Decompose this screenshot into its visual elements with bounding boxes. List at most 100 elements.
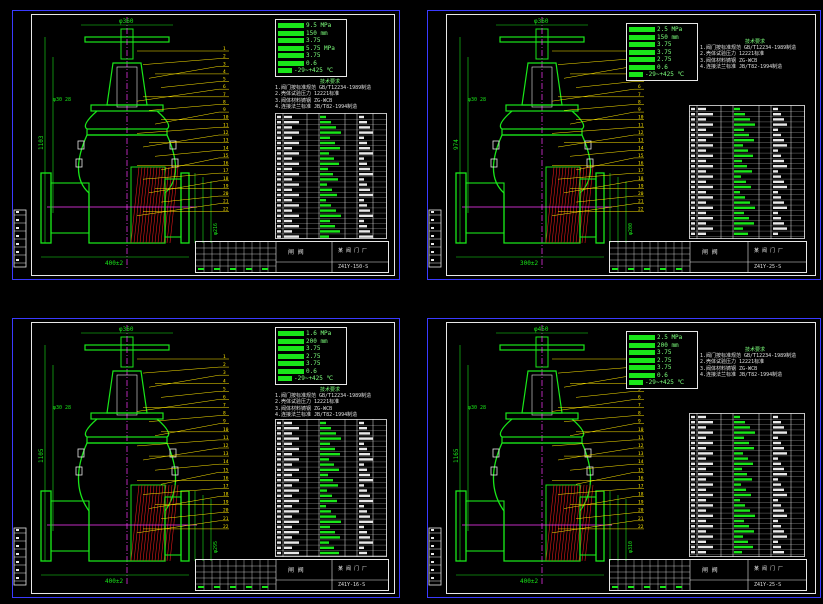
part-callout-number: 13 (223, 138, 229, 144)
note-line: 4.连接法兰标准 JB/T82-1994制造 (700, 371, 783, 378)
spec-value: 5.75 MPa (306, 44, 335, 52)
revision-strip (13, 209, 27, 268)
part-callout-number: 22 (638, 206, 644, 212)
part-callout-number: 13 (638, 138, 644, 144)
revision-strip (13, 527, 27, 586)
part-callout-number: 11 (223, 122, 229, 128)
part-callout-number: 9 (223, 107, 226, 113)
company-name: 某 阀 门 厂 (754, 248, 784, 254)
part-callout-number: 18 (223, 492, 229, 498)
drawing-title: 闸 阀 (702, 567, 718, 574)
note-line: 4.连接法兰标准 JB/T82-1994制造 (275, 103, 358, 110)
part-callout-number: 19 (223, 183, 229, 189)
part-callout-number: 15 (638, 153, 644, 159)
spec-row: 2.5 MPa (629, 334, 682, 341)
spec-value: 3.75 (657, 48, 672, 56)
part-callout-number: 6 (223, 394, 226, 400)
spec-row: 3.75 (629, 364, 671, 371)
part-callout-number: 22 (223, 524, 229, 530)
parts-list-table[interactable] (275, 419, 387, 557)
spec-value: 0.6 (657, 371, 668, 379)
part-callout-number: 10 (638, 115, 644, 121)
spec-value: -29~+425 ℃ (294, 67, 334, 74)
spec-value: 200 mm (657, 341, 679, 349)
spec-row: 3.75 (629, 349, 671, 356)
drawing-border (31, 14, 395, 276)
note-line: 1.阀门按标准规范 GB/T12234-1989制造 (700, 45, 797, 52)
part-callout-number: 19 (638, 183, 644, 189)
dim-face-to-face: 400±2 (105, 578, 123, 585)
spec-value: 2.75 (306, 352, 321, 360)
dim-face-to-face: 400±2 (105, 260, 123, 267)
parts-list-table[interactable] (275, 113, 387, 239)
spec-row: -29~+425 ℃ (278, 375, 333, 382)
spec-value: 9.5 MPa (306, 22, 332, 29)
part-callout-number: 12 (223, 443, 229, 449)
dim-face-to-face: 300±2 (520, 260, 538, 267)
part-callout-number: 1 (223, 354, 226, 360)
part-callout-number: 11 (223, 435, 229, 441)
note-line: 2.壳体试验压力 12221标准 (275, 399, 340, 406)
part-callout-number: 9 (638, 107, 641, 113)
dim-face-to-face: 400±2 (520, 578, 538, 585)
part-callout-number: 8 (638, 99, 641, 105)
part-callout-number: 7 (638, 92, 641, 98)
part-callout-number: 16 (223, 161, 229, 167)
revision-strip (428, 527, 442, 586)
part-callout-number: 10 (223, 115, 229, 121)
part-callout-number: 2 (223, 362, 226, 368)
inlet-flange (40, 490, 52, 562)
dim-height: 974 (453, 139, 460, 150)
spec-row: 0.6 (278, 368, 317, 375)
drawing-number: Z41Y-25-S (754, 582, 782, 588)
part-callout-number: 19 (223, 500, 229, 506)
inlet-flange (455, 172, 467, 244)
spec-row: 3.75 (278, 360, 320, 367)
spec-row: 5.75 MPa (278, 45, 335, 52)
spec-value: -29~+425 ℃ (294, 375, 334, 382)
company-name: 某 阀 门 厂 (338, 248, 368, 254)
part-callout-number: 14 (223, 145, 229, 151)
parts-list-table[interactable] (689, 413, 805, 557)
spec-value: 2.5 MPa (657, 334, 683, 341)
part-callout-number: 9 (638, 419, 641, 425)
part-callout-number: 20 (638, 508, 644, 514)
spec-row: 150 mm (629, 34, 679, 41)
part-callout-number: 12 (638, 130, 644, 136)
dim-handwheel-diameter: φ360 (119, 326, 134, 333)
dim-left-label: φ30 28 (468, 97, 486, 103)
part-callout-number: 15 (223, 467, 229, 473)
part-callout-number: 22 (638, 524, 644, 530)
parts-list-table[interactable] (689, 105, 805, 239)
dim-handwheel-diameter: φ360 (534, 18, 549, 25)
spec-row: -29~+425 ℃ (278, 67, 333, 74)
note-line: 1.阀门按标准规范 GB/T12234-1989制造 (700, 353, 797, 360)
spec-row: 2.75 (278, 353, 320, 360)
spec-value: 3.75 (306, 360, 321, 367)
part-callout-number: 6 (223, 84, 226, 90)
part-callout-number: 12 (223, 130, 229, 136)
title-block-grid (196, 242, 388, 272)
spec-value: 3.75 (657, 41, 672, 48)
part-callout-number: 21 (223, 199, 229, 205)
part-callout-number: 1 (223, 46, 226, 52)
spec-row: 200 mm (278, 338, 328, 345)
spec-row: 200 mm (629, 342, 679, 349)
